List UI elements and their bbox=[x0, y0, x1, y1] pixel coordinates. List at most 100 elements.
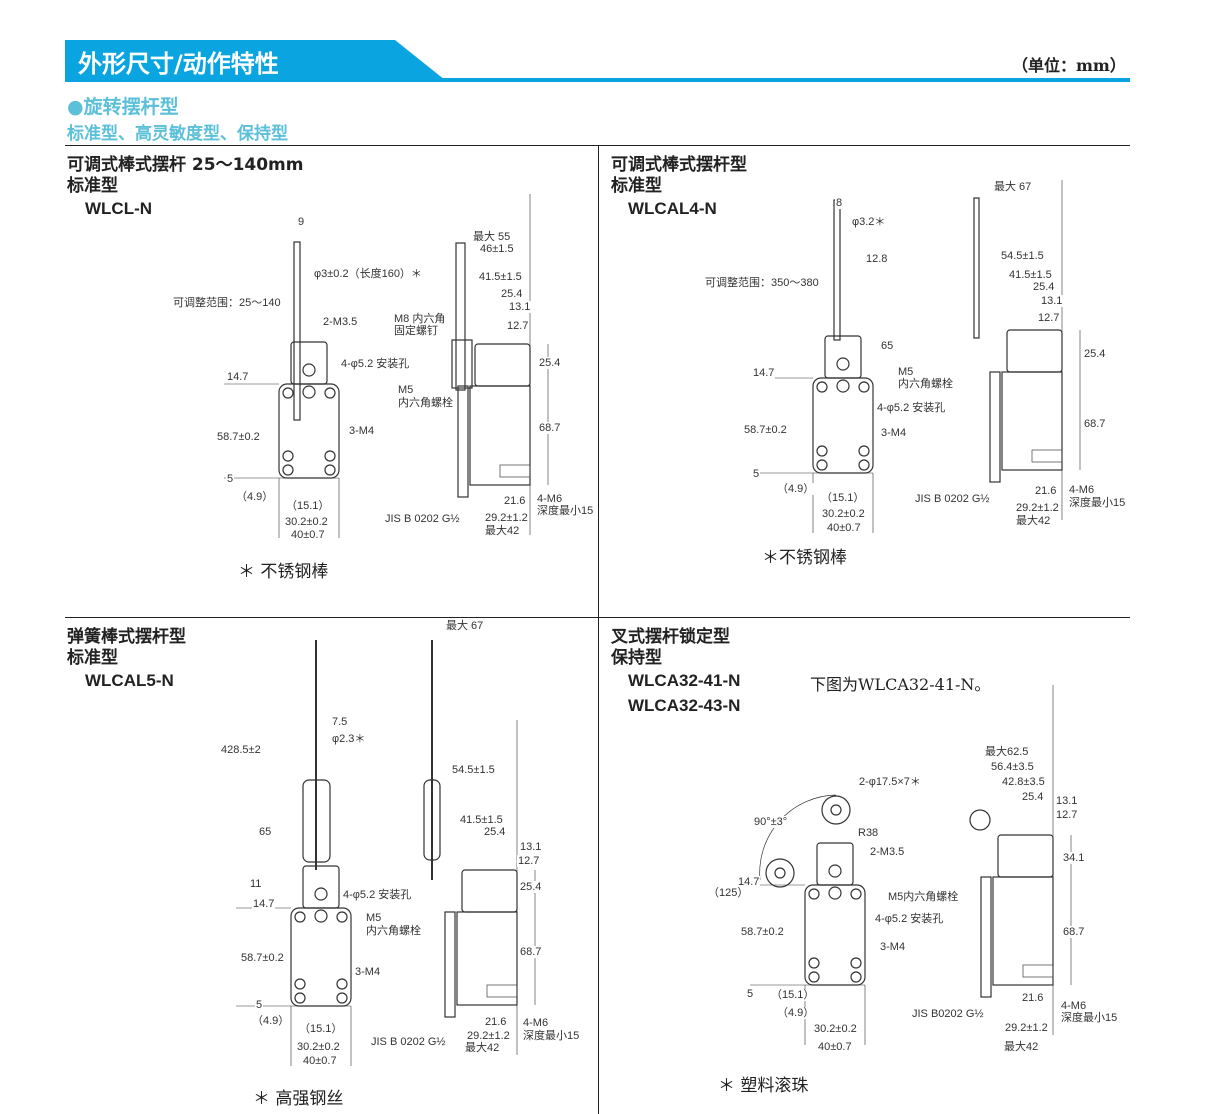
dimension-label: 13.1 bbox=[519, 841, 543, 853]
screw-hole-icon bbox=[816, 459, 828, 471]
panel-title: 可调式棒式摆杆型 bbox=[611, 155, 747, 175]
dimension-label: 41.5±1.5 bbox=[459, 814, 504, 826]
roller-icon bbox=[774, 867, 786, 879]
dimension-label: 4-M6 bbox=[1060, 1000, 1088, 1012]
dimension-label: 最大42 bbox=[1015, 515, 1052, 527]
divider bbox=[65, 145, 1130, 146]
screw-hole-icon bbox=[850, 957, 862, 969]
dimension-label: 2-φ17.5×7＊ bbox=[858, 776, 922, 788]
screw-hole-icon bbox=[282, 387, 294, 399]
dimension-label: 40±0.7 bbox=[817, 1041, 853, 1053]
dimension-label: 深度最小15 bbox=[1068, 497, 1127, 509]
dimension-label: φ3±0.2（长度160）＊ bbox=[313, 268, 423, 280]
screw-hole-icon bbox=[336, 911, 348, 923]
dimension-label: M5 bbox=[365, 912, 383, 924]
screw-hole-icon bbox=[850, 888, 862, 900]
dimension-label: 最大 67 bbox=[993, 181, 1033, 193]
dimension-label: 54.5±1.5 bbox=[1000, 250, 1045, 262]
screw-hole-icon bbox=[324, 464, 336, 476]
screw-hole-icon bbox=[294, 992, 306, 1004]
section-subtitle: 标准型、高灵敏度型、保持型 bbox=[67, 124, 288, 144]
dimension-label: 25.4 bbox=[500, 288, 524, 300]
mounting-plate bbox=[989, 371, 1001, 483]
conduit-port bbox=[1031, 449, 1063, 463]
dimension-label: 13.1 bbox=[1055, 795, 1079, 807]
dimension-label: 68.7 bbox=[1062, 926, 1086, 938]
dimension-label: 12.7 bbox=[1055, 809, 1079, 821]
dimension-label: 4-M6 bbox=[1068, 484, 1096, 496]
dimension-label: 68.7 bbox=[538, 422, 562, 434]
dimension-label: 3-M4 bbox=[880, 427, 908, 439]
screw-hole-icon bbox=[336, 978, 348, 990]
dimension-label: 4-φ5.2 安装孔 bbox=[340, 358, 411, 370]
dimension-label: 58.7±0.2 bbox=[216, 431, 261, 443]
dimension-label: （4.9） bbox=[251, 1015, 291, 1027]
divider bbox=[598, 145, 599, 1114]
dimension-label: 可调整范围：350～380 bbox=[704, 277, 820, 289]
dimension-label: 42.8±3.5 bbox=[1001, 776, 1046, 788]
dimension-label: 最大 67 bbox=[445, 620, 485, 632]
switch-head bbox=[824, 335, 862, 379]
dimension-label: 最大 55 bbox=[472, 231, 512, 243]
lever-hub-icon bbox=[302, 363, 316, 377]
model-name: WLCL-N bbox=[85, 199, 153, 218]
dimension-label: 12.7 bbox=[517, 855, 541, 867]
model-name: WLCA32-41-N bbox=[628, 671, 741, 690]
screw-hole-icon bbox=[294, 978, 306, 990]
dimension-label: 68.7 bbox=[519, 946, 543, 958]
panel-title: 叉式摆杆锁定型 bbox=[611, 627, 730, 647]
dimension-label: 21.6 bbox=[503, 495, 527, 507]
rotation-arc bbox=[759, 794, 837, 881]
panel-subtitle: 保持型 bbox=[611, 648, 662, 668]
shaft-icon bbox=[836, 379, 850, 393]
dimension-label: 25.4 bbox=[1032, 281, 1056, 293]
dimension-label: 13.1 bbox=[1040, 295, 1064, 307]
dimension-label: 5 bbox=[752, 468, 761, 480]
dimension-label: 68.7 bbox=[1083, 418, 1107, 430]
dimension-label: 深度最小15 bbox=[536, 505, 595, 517]
switch-head-side bbox=[474, 343, 531, 387]
dimension-label: φ3.2＊ bbox=[851, 216, 887, 228]
dimension-label: 29.2±1.2 bbox=[1004, 1022, 1049, 1034]
footnote: ＊不锈钢棒 bbox=[762, 548, 847, 568]
roller-icon bbox=[830, 804, 842, 816]
shaft-icon bbox=[828, 886, 842, 900]
dimension-label: JIS B0202 G½ bbox=[911, 1008, 985, 1020]
dimension-label: 4-φ5.2 安装孔 bbox=[876, 402, 947, 414]
spring-coil-side bbox=[423, 779, 441, 861]
dimension-label: 4-M6 bbox=[522, 1017, 550, 1029]
dimension-label: （4.9） bbox=[235, 491, 275, 503]
dimension-label: 58.7±0.2 bbox=[240, 952, 285, 964]
dimension-label: 5 bbox=[226, 473, 235, 485]
screw-hole-icon bbox=[858, 381, 870, 393]
shaft-icon bbox=[302, 385, 316, 399]
dimension-label: 25.4 bbox=[538, 357, 562, 369]
dimension-label: 可调整范围：25～140 bbox=[172, 297, 282, 309]
dimension-label: （15.1） bbox=[770, 989, 816, 1001]
dimension-label: 21.6 bbox=[484, 1016, 508, 1028]
switch-head-side bbox=[997, 834, 1054, 878]
dimension-label: 25.4 bbox=[1021, 791, 1045, 803]
dimension-label: 25.4 bbox=[483, 826, 507, 838]
dimension-label: 54.5±1.5 bbox=[451, 764, 496, 776]
screw-hole-icon bbox=[282, 464, 294, 476]
figure-caption: 下图为WLCA32-41-N。 bbox=[810, 675, 991, 694]
unit-label: （单位：mm） bbox=[1012, 56, 1126, 75]
dimension-label: 4-M6 bbox=[536, 493, 564, 505]
mounting-plate bbox=[980, 876, 992, 998]
screw-hole-icon bbox=[850, 971, 862, 983]
dimension-label: 14.7 bbox=[226, 371, 250, 383]
dimension-label: （4.9） bbox=[776, 1007, 816, 1019]
dimension-label: 2-M3.5 bbox=[869, 846, 906, 858]
dimension-label: 11 bbox=[249, 878, 263, 890]
panel-title: 弹簧棒式摆杆型 bbox=[67, 627, 186, 647]
switch-body-front bbox=[804, 884, 866, 986]
panel-title: 可调式棒式摆杆 25～140mm bbox=[67, 155, 304, 175]
dimension-label: 2-M3.5 bbox=[322, 316, 359, 328]
conduit-port bbox=[1022, 964, 1054, 978]
dimension-label: 3-M4 bbox=[348, 425, 376, 437]
panel-subtitle: 标准型 bbox=[67, 176, 118, 196]
model-name: WLCA32-43-N bbox=[628, 696, 741, 715]
switch-head bbox=[816, 842, 854, 886]
dimension-label: 深度最小15 bbox=[522, 1030, 581, 1042]
